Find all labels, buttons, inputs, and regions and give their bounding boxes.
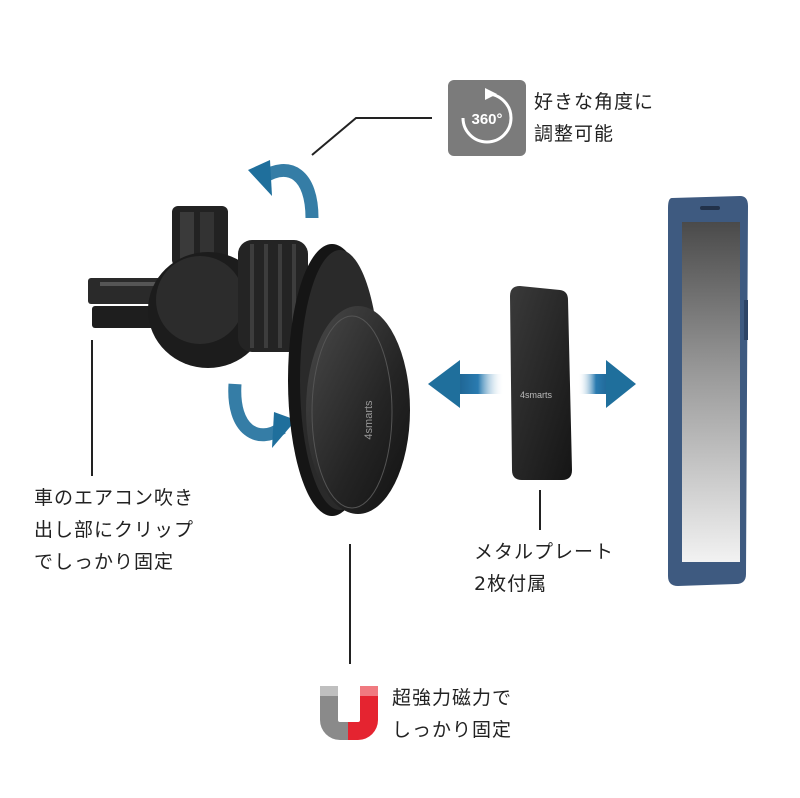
annotation-vent-clip: 車のエアコン吹き 出し部にクリップ でしっかり固定 (34, 487, 195, 573)
annotation-rotate: 好きな角度に 調整可能 (534, 91, 655, 145)
rotate-360-badge: 360° (448, 80, 526, 156)
metal-plate-image: 4smarts (510, 286, 572, 480)
leader-line-rotate (311, 117, 432, 156)
leader-lines (91, 117, 541, 664)
rotation-arrow-icon-top (248, 160, 319, 219)
arrow-left-icon (428, 360, 504, 408)
smartphone-image (668, 196, 748, 586)
annotation-metal-plate: メタルプレート 2枚付属 (474, 541, 615, 595)
mount-brand-logo: 4smarts (363, 400, 375, 440)
vent-mount-image: 4smarts (88, 206, 410, 516)
annotation-magnet: 超強力磁力で しっかり固定 (392, 687, 513, 741)
plate-brand-logo: 4smarts (520, 390, 553, 400)
arrow-right-icon (578, 360, 636, 408)
badge-360-text: 360° (471, 111, 502, 128)
rotation-arrow-icon-bottom (228, 383, 296, 448)
magnet-icon (320, 686, 378, 740)
